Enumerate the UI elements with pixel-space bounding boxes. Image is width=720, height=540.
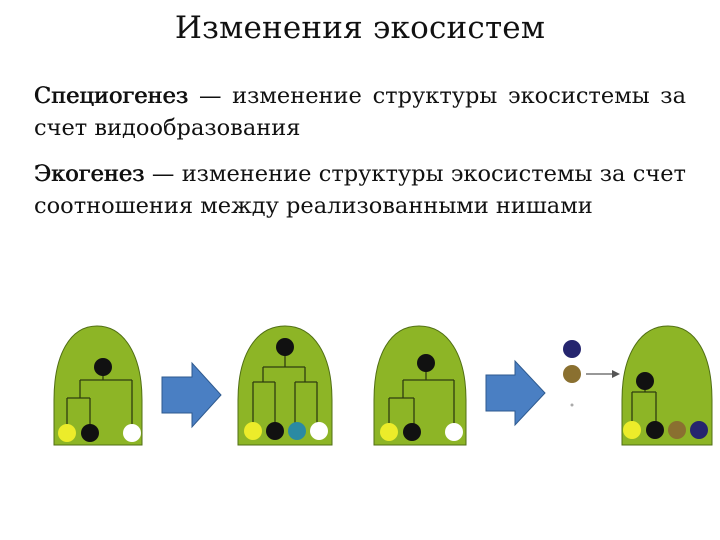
page-title: Изменения экосистем	[174, 10, 546, 46]
ancestor-species	[636, 372, 654, 390]
niche-panel-1	[53, 325, 143, 446]
ancestor-species	[94, 358, 112, 376]
niche-shape	[237, 325, 333, 446]
niche-panel-2	[237, 325, 333, 446]
species-yellow	[244, 422, 262, 440]
speciation-text: — изменение структуры экосистемы за счет…	[34, 83, 686, 141]
species-black	[266, 422, 284, 440]
migrant-brown	[563, 365, 581, 383]
ancestor-species	[276, 338, 294, 356]
niche-panel-3	[373, 325, 467, 446]
species-brown	[668, 421, 686, 439]
ecogenesis-definition: Экогенез — изменение структуры экосистем…	[34, 158, 686, 222]
species-white	[445, 423, 463, 441]
ancestor-species	[417, 354, 435, 372]
species-white	[123, 424, 141, 442]
faint-dot	[570, 403, 574, 407]
niche-shape	[53, 325, 143, 446]
niche-panel-4	[621, 325, 713, 446]
species-yellow	[623, 421, 641, 439]
species-black	[81, 424, 99, 442]
migration-arrow-head	[612, 370, 620, 378]
species-teal	[288, 422, 306, 440]
ecogenesis-term: Экогенез	[34, 161, 145, 187]
species-white	[310, 422, 328, 440]
species-black	[646, 421, 664, 439]
immigrant-species	[563, 340, 620, 407]
migrant-navy	[563, 340, 581, 358]
ecogenesis-text: — изменение структуры экосистемы за счет…	[34, 161, 686, 219]
species-black	[403, 423, 421, 441]
ecosystem-change-diagram	[53, 325, 713, 446]
speciation-term: Специогенез	[34, 83, 189, 109]
species-navy	[690, 421, 708, 439]
speciation-definition: Специогенез — изменение структуры экосис…	[34, 80, 686, 144]
species-yellow	[380, 423, 398, 441]
niche-shape	[373, 325, 467, 446]
species-yellow	[58, 424, 76, 442]
niche-shape	[621, 325, 713, 446]
speciation-arrow	[161, 361, 222, 429]
ecogenesis-arrow	[485, 359, 546, 427]
